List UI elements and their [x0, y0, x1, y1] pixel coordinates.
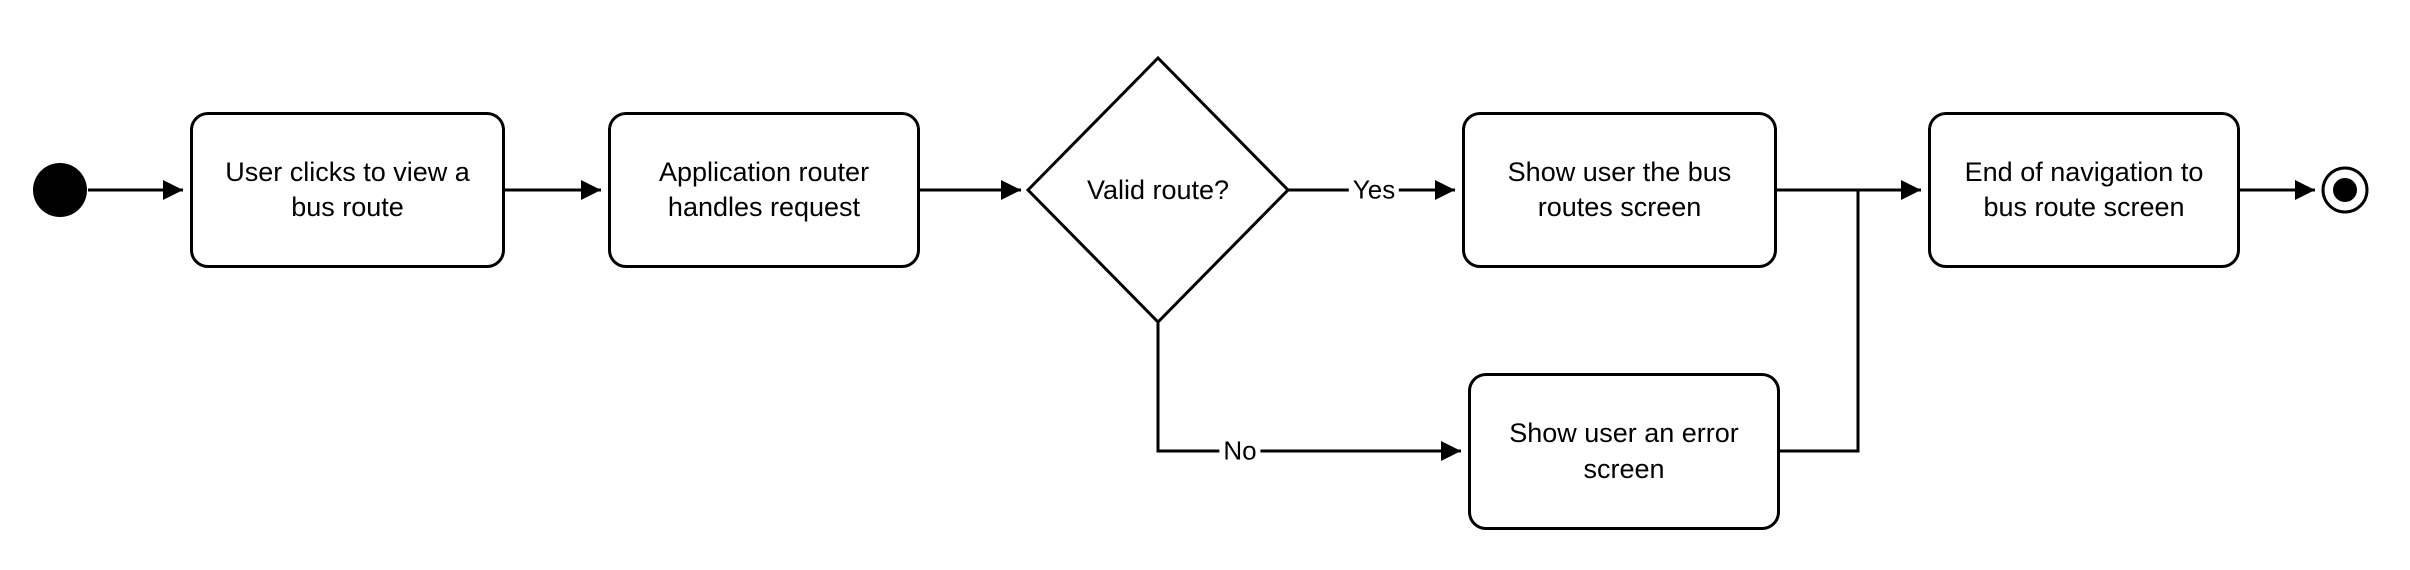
- activity-node-show-error: Show user an error screen: [1468, 373, 1780, 530]
- start-node: [33, 163, 87, 217]
- decision-diamond: [1025, 55, 1291, 325]
- activity-node-label: Application router handles request: [658, 156, 870, 222]
- activity-node-label: User clicks to view a bus route: [225, 156, 470, 222]
- activity-node-label: End of navigation to bus route screen: [1964, 156, 2204, 222]
- activity-node-user-clicks: User clicks to view a bus route: [190, 112, 505, 268]
- final-node-dot: [2333, 178, 2357, 202]
- activity-node-show-routes: Show user the bus routes screen: [1462, 112, 1777, 268]
- edge-no-to-show-error: [1156, 322, 1461, 461]
- activity-node-label: Show user the bus routes screen: [1507, 156, 1732, 222]
- edge-label-no: No: [1219, 435, 1261, 467]
- edge-label-yes: Yes: [1348, 174, 1400, 206]
- edge-show-error-merge: [1780, 190, 1860, 453]
- activity-node-label: Show user an error screen: [1509, 418, 1739, 484]
- activity-node-router-handles: Application router handles request: [608, 112, 920, 268]
- activity-node-end-navigation: End of navigation to bus route screen: [1928, 112, 2240, 268]
